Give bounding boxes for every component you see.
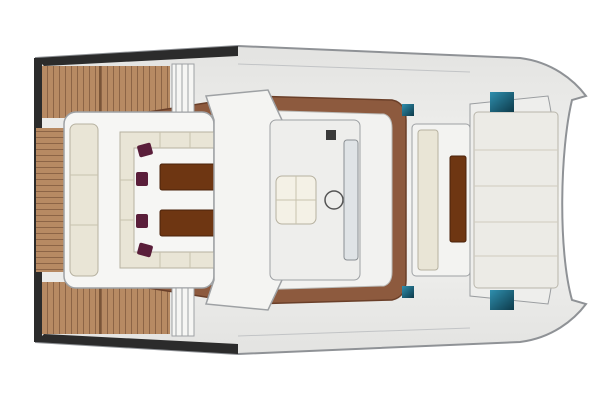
foredeck-seat: [417, 129, 439, 271]
aft-teak-center: [36, 128, 66, 272]
pillows: [136, 142, 153, 258]
hatch: [402, 104, 414, 116]
sunpad: [473, 111, 559, 289]
hatch: [490, 92, 514, 112]
hatch: [490, 290, 514, 310]
foredeck-table: [449, 155, 467, 243]
side-rail: [237, 327, 471, 337]
starboard-hull-trim: [36, 334, 238, 354]
hatch: [402, 286, 414, 298]
instrument: [326, 130, 336, 140]
aft-teak-port: [42, 66, 170, 118]
aft-steps: [171, 63, 195, 337]
aft-teak-starboard: [42, 282, 170, 334]
side-rail: [237, 63, 471, 73]
steering-wheel: [324, 190, 344, 210]
helm-station: [204, 89, 283, 311]
port-hull-trim: [36, 46, 238, 66]
sunpad-seams: [474, 149, 558, 257]
helm-dash: [343, 139, 359, 261]
aft-bench: [69, 123, 99, 277]
